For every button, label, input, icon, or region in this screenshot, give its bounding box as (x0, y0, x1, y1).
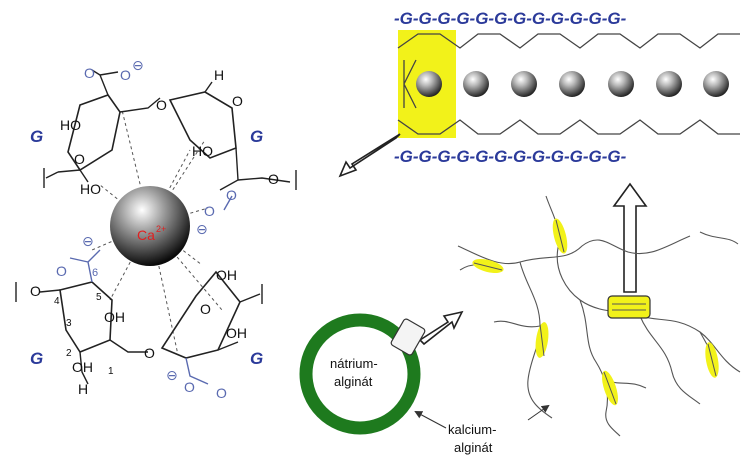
arrow-to-structure (338, 133, 401, 178)
arrow-up-to-chain (612, 182, 648, 293)
atom-label: O (226, 187, 237, 203)
g-label-top-right: G (250, 127, 263, 146)
sodium-alginate-label-1: nátrium- (330, 356, 378, 371)
atom-number: 5 (96, 292, 102, 303)
atom-label: O (204, 203, 215, 219)
atom-label: ⊖ (196, 221, 208, 237)
atom-label: O (156, 97, 167, 113)
sodium-alginate-label-2: alginát (334, 374, 373, 389)
alginate-bead: nátrium- alginát (299, 313, 426, 435)
atom-number: 6 (92, 267, 98, 279)
atom-label: O (268, 171, 279, 187)
molecular-structure: Ca 2+ G G G G O O ⊖ HO O HO O H O HO O O… (15, 57, 297, 401)
atom-number: 2 (66, 348, 72, 359)
atom-label: O (74, 151, 85, 167)
chain-zigzag-bottom (397, 119, 740, 135)
atom-label: ⊖ (82, 233, 94, 249)
atom-label: O (216, 385, 227, 401)
egg-box-panel: -G-G-G-G-G-G-G-G-G-G-G-G- -G-G-G-G-G-G-G… (394, 9, 740, 166)
atom-label: OH (104, 309, 125, 325)
atom-label: O (84, 65, 95, 81)
atom-label: OH (226, 325, 247, 341)
g-label-bottom-left: G (30, 349, 43, 368)
calcium-ball (463, 71, 489, 97)
calcium-ball (608, 71, 634, 97)
atom-label: H (78, 381, 88, 397)
atom-number: 1 (108, 366, 114, 377)
chain-end-left (403, 59, 417, 109)
calcium-alginate-label-1: kalcium- (448, 422, 496, 437)
gel-network (457, 195, 741, 437)
zoom-box (390, 318, 426, 356)
g-chain-top: -G-G-G-G-G-G-G-G-G-G-G-G- (394, 9, 627, 28)
arrow-to-gel (418, 310, 464, 346)
atom-number: 4 (54, 296, 60, 307)
atom-label: H (214, 67, 224, 83)
calcium-ball (416, 71, 442, 97)
calcium-alginate-caption: kalcium- alginát (414, 404, 550, 455)
calcium-alginate-label-2: alginát (454, 440, 493, 455)
atom-label: O (30, 283, 41, 299)
calcium-ball (511, 71, 537, 97)
calcium-ball (559, 71, 585, 97)
atom-label: ⊖ (166, 367, 178, 383)
calcium-charge: 2+ (156, 224, 166, 234)
g-label-bottom-right: G (250, 349, 263, 368)
calcium-ball (656, 71, 682, 97)
calcium-label: Ca (137, 227, 155, 243)
atom-label: O (120, 67, 131, 83)
atom-number: 3 (66, 318, 72, 329)
g-label-top-left: G (30, 127, 43, 146)
atom-label: OH (72, 359, 93, 375)
atom-label: O (184, 379, 195, 395)
atom-label: O (232, 93, 243, 109)
g-chain-bottom: -G-G-G-G-G-G-G-G-G-G-G-G- (394, 147, 627, 166)
gel-junctions (472, 218, 719, 406)
atom-label: O (56, 263, 67, 279)
atom-label: HO (192, 143, 213, 159)
calcium-balls-row (416, 71, 729, 97)
calcium-ball (703, 71, 729, 97)
atom-label: OH (216, 267, 237, 283)
calcium-ion (110, 186, 190, 266)
calcium-alginate-shell (299, 313, 421, 435)
atom-label: HO (60, 117, 81, 133)
atom-label: ⊖ (132, 57, 144, 73)
atom-label: HO (80, 181, 101, 197)
chain-zigzag-top (397, 33, 740, 49)
atom-label: O (200, 301, 211, 317)
atom-label: O (144, 345, 155, 361)
